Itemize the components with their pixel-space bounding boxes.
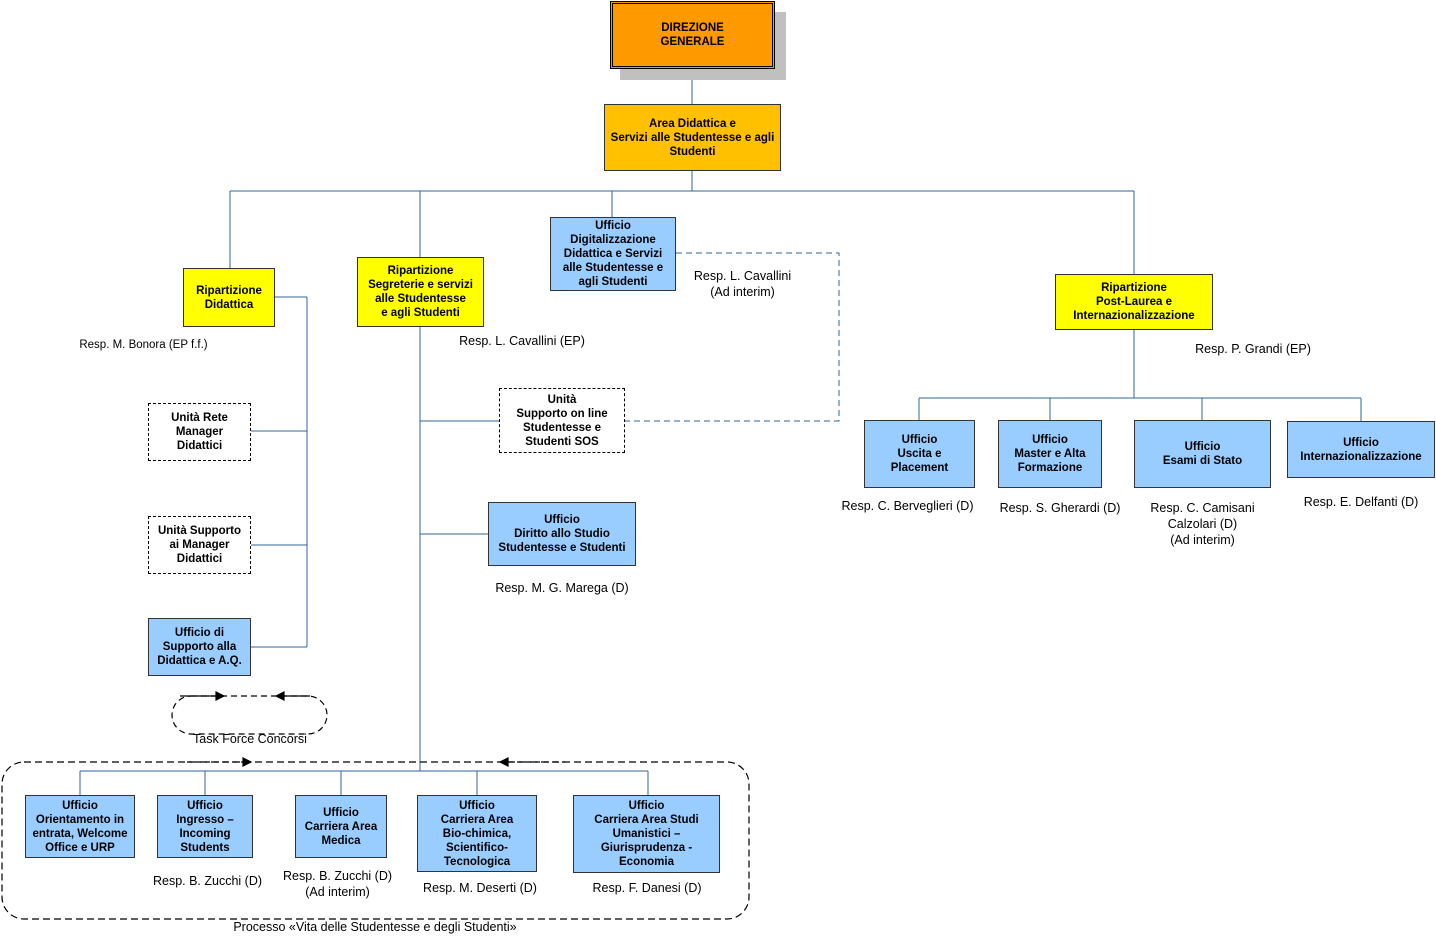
processo-frame xyxy=(1,761,750,920)
ufficio-diritto-studio-box[interactable]: Ufficio Diritto allo Studio Studentesse … xyxy=(488,502,636,566)
arrow-head-icon xyxy=(274,691,285,701)
direzione-generale-box[interactable]: DIREZIONE GENERALE xyxy=(610,1,775,69)
ufficio-biochimica-box[interactable]: Ufficio Carriera Area Bio-chimica, Scien… xyxy=(417,795,537,872)
task-force-label: Task Force Concorsi xyxy=(193,732,307,746)
area-didattica-box[interactable]: Area Didattica e Servizi alle Studentess… xyxy=(604,104,781,171)
ufficio-ingresso-resp: Resp. B. Zucchi (D) xyxy=(152,874,263,888)
ufficio-biochimica-resp: Resp. M. Deserti (D) xyxy=(423,881,537,895)
ufficio-esami-resp: Resp. C. Camisani Calzolari (D) (Ad inte… xyxy=(1150,501,1255,547)
ufficio-internazionalizzazione-box[interactable]: Ufficio Internazionalizzazione xyxy=(1287,421,1435,478)
ufficio-umanistici-resp: Resp. F. Danesi (D) xyxy=(592,881,702,895)
arrow-head-icon xyxy=(215,691,226,701)
processo-label: Processo «Vita delle Studentesse e degli… xyxy=(233,920,517,934)
ripartizione-didattica-box[interactable]: Ripartizione Didattica xyxy=(183,268,275,327)
ufficio-master-resp: Resp. S. Gherardi (D) xyxy=(999,501,1121,515)
arrow-head-icon xyxy=(242,757,253,767)
ufficio-master-box[interactable]: Ufficio Master e Alta Formazione xyxy=(998,420,1102,488)
ufficio-umanistici-box[interactable]: Ufficio Carriera Area Studi Umanistici –… xyxy=(573,795,720,873)
ufficio-diritto-studio-resp: Resp. M. G. Marega (D) xyxy=(495,581,629,595)
ufficio-uscita-resp: Resp. C. Berveglieri (D) xyxy=(841,499,974,513)
ripartizione-postlaurea-box[interactable]: Ripartizione Post-Laurea e Internazional… xyxy=(1055,274,1213,330)
ripartizione-postlaurea-resp: Resp. P. Grandi (EP) xyxy=(1195,342,1311,356)
ufficio-supporto-didattica-box[interactable]: Ufficio di Supporto alla Didattica e A.Q… xyxy=(148,618,251,676)
ufficio-digitalizzazione-resp: Resp. L. Cavallini (Ad interim) xyxy=(693,269,792,299)
ripartizione-didattica-resp: Resp. M. Bonora (EP f.f.) xyxy=(79,339,208,351)
unita-sos-box[interactable]: Unità Supporto on line Studentesse e Stu… xyxy=(499,388,625,453)
arrow-head-icon xyxy=(498,757,509,767)
ufficio-internazionalizzazione-resp: Resp. E. Delfanti (D) xyxy=(1303,495,1419,509)
ufficio-medica-box[interactable]: Ufficio Carriera Area Medica xyxy=(295,795,387,858)
ufficio-esami-box[interactable]: Ufficio Esami di Stato xyxy=(1134,420,1271,488)
unita-rete-manager-box[interactable]: Unità Rete Manager Didattici xyxy=(148,403,251,461)
ripartizione-segreterie-resp: Resp. L. Cavallini (EP) xyxy=(459,334,585,348)
unita-supporto-manager-box[interactable]: Unità Supporto ai Manager Didattici xyxy=(148,516,251,574)
dashed-link xyxy=(625,252,840,422)
ufficio-ingresso-box[interactable]: Ufficio Ingresso – Incoming Students xyxy=(157,795,253,858)
task-force-loop xyxy=(171,695,328,735)
ufficio-digitalizzazione-box[interactable]: Ufficio Digitalizzazione Didattica e Ser… xyxy=(550,217,676,291)
ufficio-medica-resp: Resp. B. Zucchi (D) (Ad interim) xyxy=(282,869,393,899)
ripartizione-segreterie-box[interactable]: Ripartizione Segreterie e servizi alle S… xyxy=(357,257,484,327)
ufficio-orientamento-box[interactable]: Ufficio Orientamento in entrata, Welcome… xyxy=(25,795,135,858)
ufficio-uscita-box[interactable]: Ufficio Uscita e Placement xyxy=(864,420,975,488)
